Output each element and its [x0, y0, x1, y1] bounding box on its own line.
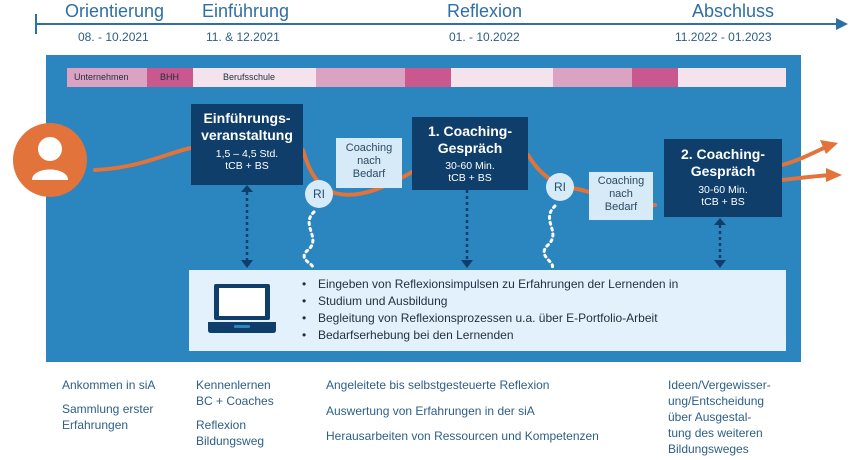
einfuehrung-box: Einführungs- veranstaltung 1,5 – 4,5 Std…	[191, 104, 303, 185]
coaching-nach-bedarf-2: Coaching nach Bedarf	[589, 172, 653, 220]
coaching-2-duration: 30-60 Min.	[698, 184, 748, 196]
reflexion-activity-1: Angeleitete bis selbstgesteuerte Reflexi…	[326, 378, 550, 392]
bar-segment-unternehmen-2	[316, 68, 405, 87]
abschluss-activity-5: Bildungsweges	[668, 442, 749, 456]
reflection-bullet-2: Begleitung von Reflexionsprozessen u.a. …	[300, 310, 678, 327]
abschluss-activity-2: ung/Entscheidung	[668, 394, 765, 408]
coaching-1-title-1: 1. Coaching-	[427, 123, 512, 139]
bar-segment-bhh-3	[632, 68, 678, 87]
coaching-nach-bedarf-2-line-3: Bedarf	[604, 201, 638, 213]
coaching-nach-bedarf-2-line-1: Coaching	[597, 175, 645, 187]
date-abschluss: 11.2022 - 01.2023	[675, 30, 772, 44]
reflexion-activity-3: Herausarbeiten von Ressourcen und Kompet…	[326, 429, 599, 443]
einfuehrung-duration: 1,5 – 4,5 Std.	[215, 148, 279, 160]
coaching-1-box: 1. Coaching- Gespräch 30-60 Min. tCB + B…	[412, 117, 528, 190]
ri-circle-1: RI	[305, 180, 333, 208]
coaching-nach-bedarf-2-line-2: nach	[609, 188, 633, 200]
coaching-2-title-1: 2. Coaching-	[680, 146, 765, 162]
einfuehrung-activity-2b: Bildungsweg	[196, 434, 265, 448]
coaching-2-box: 2. Coaching- Gespräch 30-60 Min. tCB + B…	[664, 139, 782, 217]
einfuehrung-activity-1a: Kennenlernen	[196, 378, 271, 392]
coaching-nach-bedarf-1-line-3: Bedarf	[352, 168, 386, 180]
phase-abschluss: Abschluss	[692, 1, 775, 21]
phase-reflexion: Reflexion	[447, 1, 523, 21]
abschluss-activity-3: über Ausgestal-	[668, 410, 752, 424]
person-icon	[13, 123, 87, 197]
reflection-bullet-1-continued: Studium und Ausbildung	[300, 293, 678, 310]
ri-wave-2	[542, 204, 557, 270]
phase-orientierung: Orientierung	[65, 1, 165, 21]
date-reflexion: 01. - 10.2022	[449, 30, 520, 44]
einfuehrung-activity-2a: Reflexion	[196, 418, 247, 432]
coaching-1-duration: 30-60 Min.	[445, 160, 495, 172]
reflection-bullet-1: Eingeben von Reflexionsimpulsen zu Erfah…	[300, 276, 678, 293]
laptop-icon	[208, 284, 276, 333]
reflection-bullet-list: Eingeben von Reflexionsimpulsen zu Erfah…	[300, 276, 678, 344]
date-einfuehrung: 11. & 12.2021	[206, 30, 280, 44]
orientierung-activity-2b: Erfahrungen	[62, 418, 129, 432]
abschluss-activity-1: Ideen/Vergewisser-	[668, 378, 771, 392]
path-arrowhead-1	[820, 140, 838, 154]
ri-wave-1	[302, 210, 316, 270]
timeline-arrow	[35, 14, 848, 34]
bar-segment-berufsschule-3	[678, 68, 786, 87]
einfuehrung-title-1: Einführungs-	[203, 110, 291, 126]
coaching-2-title-2: Gespräch	[690, 163, 756, 179]
orientierung-activity-2a: Sammlung erster	[62, 402, 154, 416]
phase-einfuehrung: Einführung	[202, 1, 290, 21]
bar-segment-bhh-2	[405, 68, 451, 87]
bar-segment-unternehmen-3	[553, 68, 632, 87]
coaching-nach-bedarf-1-line-1: Coaching	[345, 142, 393, 154]
date-orientierung: 08. - 10.2021	[78, 30, 149, 44]
coaching-nach-bedarf-1-line-2: nach	[357, 155, 381, 167]
coaching-2-participants: tCB + BS	[701, 196, 745, 208]
einfuehrung-participants: tCB + BS	[225, 160, 269, 172]
einfuehrung-title-2: veranstaltung	[201, 127, 293, 143]
bar-segment-bhh: BHH	[147, 68, 193, 87]
ri-circle-2: RI	[546, 173, 574, 201]
coaching-1-title-2: Gespräch	[437, 140, 503, 156]
reflexion-activity-2: Auswertung von Erfahrungen in der siA	[326, 404, 535, 418]
einfuehrung-activity-1b: BC + Coaches	[196, 394, 274, 408]
abschluss-activity-4: tung des weiteren	[668, 426, 763, 440]
bar-segment-unternehmen: Unternehmen	[67, 68, 147, 87]
reflection-bullet-3: Bedarfserhebung bei den Lernenden	[300, 327, 678, 344]
coaching-1-participants: tCB + BS	[448, 172, 492, 184]
bar-segment-berufsschule-2	[451, 68, 553, 87]
path-arrowhead-2	[826, 168, 842, 182]
orientierung-activity-1: Ankommen in siA	[62, 378, 156, 392]
bar-segment-berufsschule: Berufsschule	[193, 68, 316, 87]
coaching-nach-bedarf-1: Coaching nach Bedarf	[336, 138, 402, 188]
